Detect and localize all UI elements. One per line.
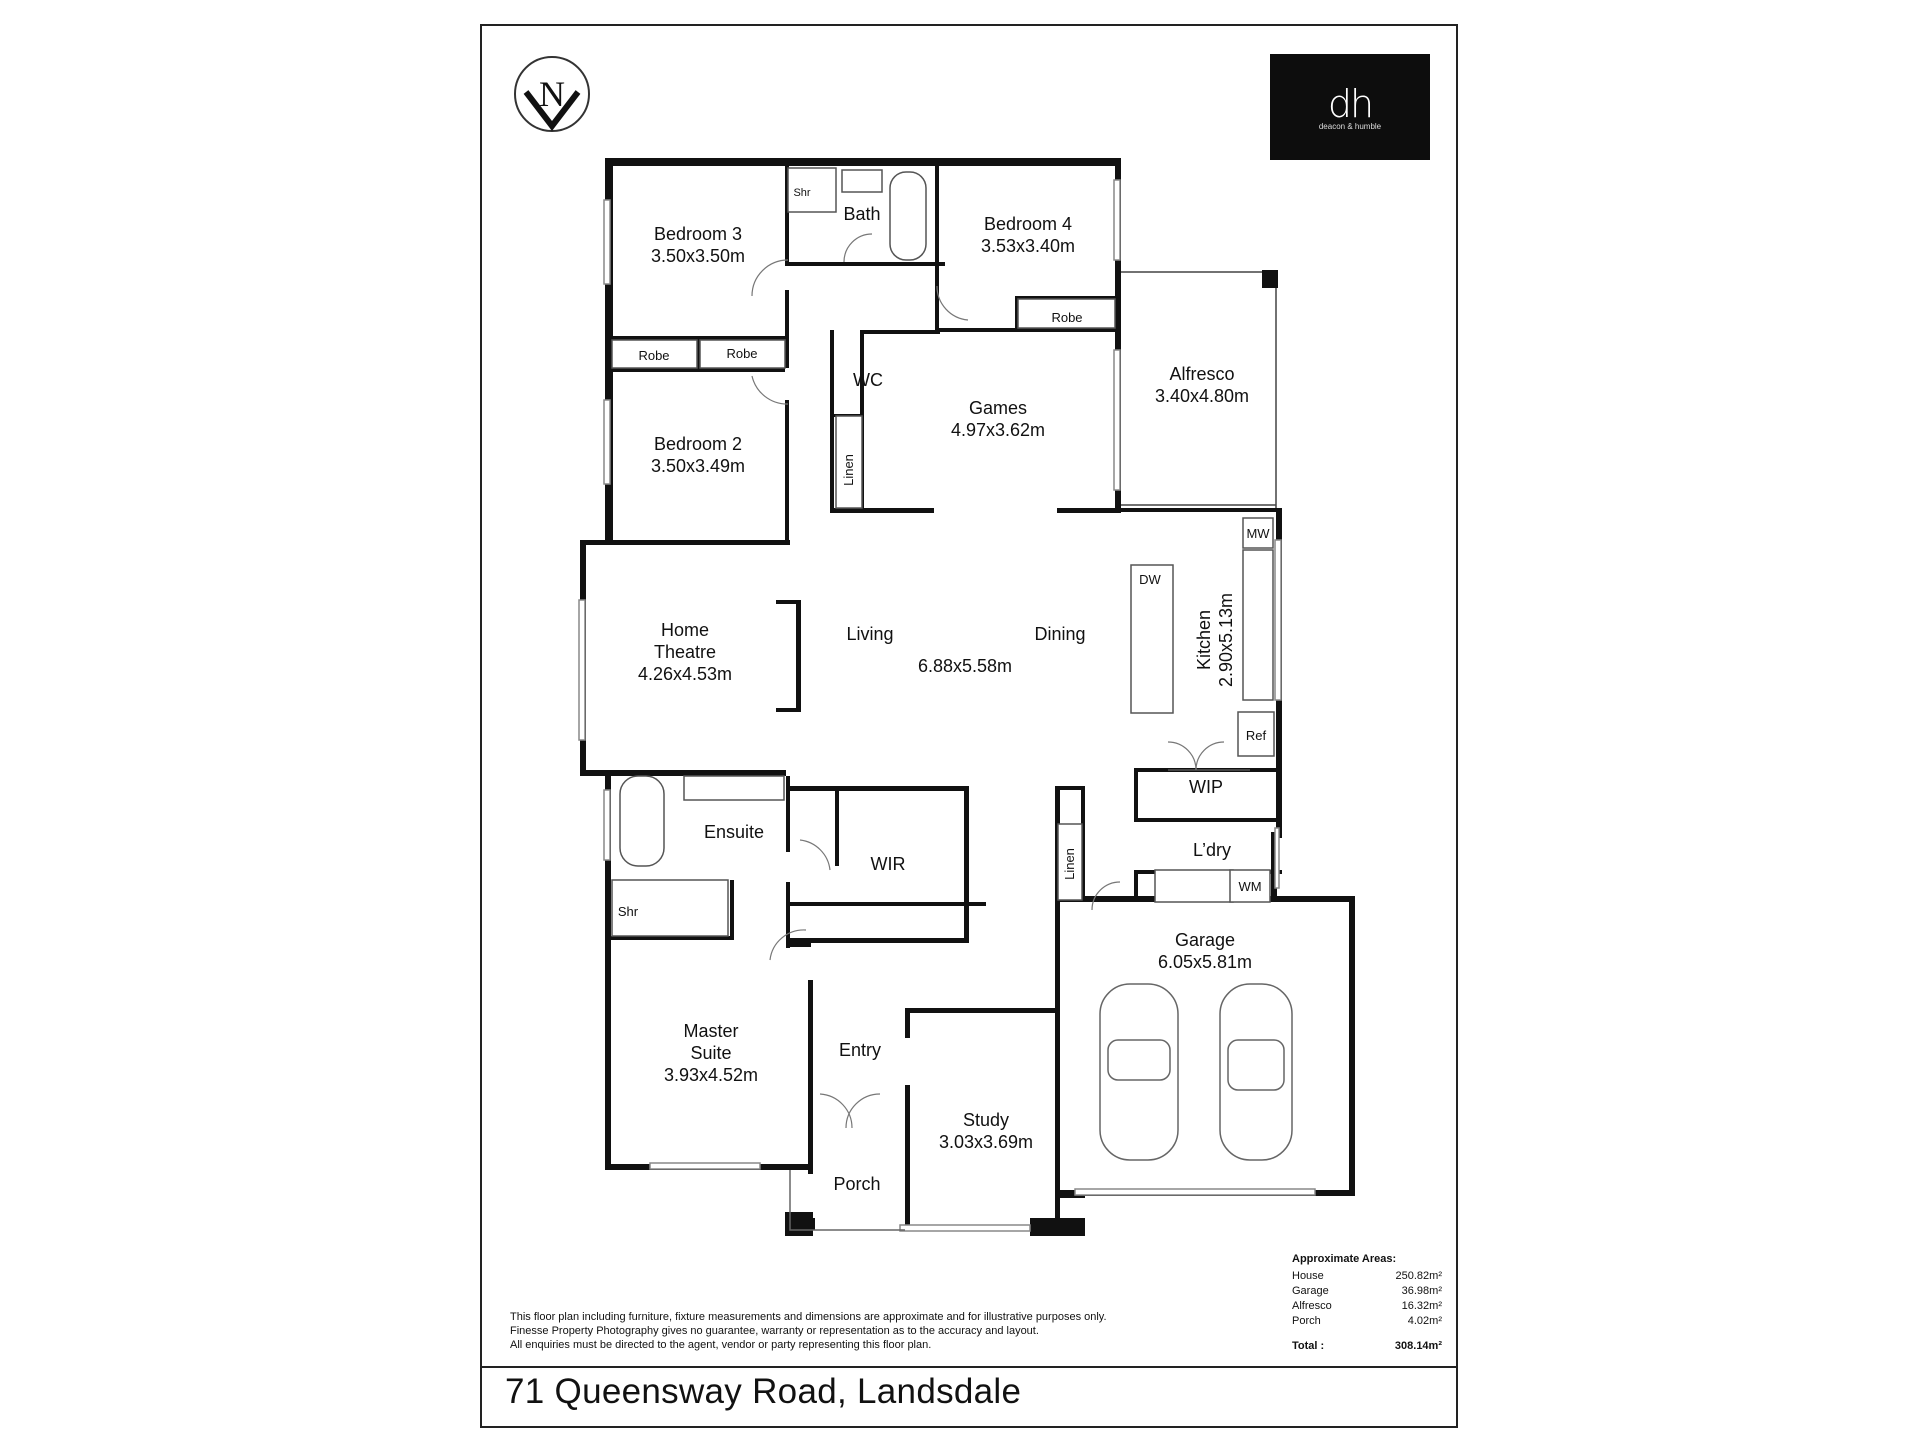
area-value: 16.32m² [1401, 1300, 1442, 1312]
room-garage-dims: 6.05x5.81m [1158, 952, 1252, 972]
room-wip-name: WIP [1189, 777, 1223, 797]
linen-label-1: Linen [841, 454, 856, 486]
linen-upper [835, 415, 863, 509]
area-row: Porch 4.02m² [1292, 1315, 1442, 1330]
area-total-label: Total : [1292, 1340, 1325, 1352]
ensuite-bathtub [619, 775, 665, 867]
robe-bedroom3-right [699, 339, 786, 369]
wm-label: WM [1238, 879, 1261, 894]
logo-brand-text: deacon & humble [1318, 122, 1382, 131]
room-living-name: Living [846, 624, 893, 644]
logo-monogram: dh [1327, 82, 1374, 126]
linen-label-2: Linen [1062, 848, 1077, 880]
linen-lower [1057, 823, 1083, 901]
area-summary: Approximate Areas: House 250.82m² Garage… [1292, 1253, 1442, 1355]
disclaimer-line: Finesse Property Photography gives no gu… [510, 1325, 1039, 1337]
bath-shower-base [787, 167, 837, 213]
washing-machine-space [1229, 869, 1271, 903]
agency-logo: dh deacon & humble [1270, 54, 1430, 160]
room-porch-name: Porch [833, 1174, 880, 1194]
laundry-tub [1154, 869, 1234, 903]
room-master-line2: Suite [690, 1043, 731, 1063]
fridge-space [1237, 711, 1275, 757]
room-bedroom2-name: Bedroom 2 [654, 434, 742, 454]
room-garage-name: Garage [1175, 930, 1235, 950]
area-label: Alfresco [1292, 1300, 1332, 1312]
area-heading: Approximate Areas: [1292, 1253, 1397, 1265]
area-value: 250.82m² [1395, 1270, 1442, 1282]
compass-letter: N [539, 74, 565, 114]
robe-label-3: Robe [1051, 310, 1082, 325]
porch-outline [789, 1170, 905, 1231]
windows [578, 179, 1316, 1232]
room-home-theatre-dims: 4.26x4.53m [638, 664, 732, 684]
car-outlines [1099, 983, 1293, 1161]
area-total-row: Total : 308.14m² [1292, 1340, 1442, 1355]
shower-label-1: Shr [793, 187, 810, 199]
title-divider [480, 1366, 1458, 1368]
north-compass-icon: N [514, 56, 590, 132]
shower-label-2: Shr [618, 904, 639, 919]
bath-vanity [841, 169, 883, 193]
mw-label: MW [1246, 526, 1270, 541]
door-swings [751, 233, 1225, 1129]
room-dining-name: Dining [1034, 624, 1085, 644]
room-bedroom2-dims: 3.50x3.49m [651, 456, 745, 476]
property-address: 71 Queensway Road, Landsdale [505, 1372, 1022, 1411]
room-home-theatre-line1: Home [661, 620, 709, 640]
area-total-value: 308.14m² [1394, 1340, 1442, 1352]
robe-label-1: Robe [638, 348, 669, 363]
robe-bedroom3-left [611, 339, 698, 369]
room-games-name: Games [969, 398, 1027, 418]
area-row: House 250.82m² [1292, 1270, 1442, 1285]
room-laundry-name: L’dry [1193, 840, 1231, 860]
room-kitchen-name: Kitchen [1194, 610, 1214, 670]
disclaimer-text: This floor plan including furniture, fix… [510, 1310, 1230, 1352]
room-master-dims: 3.93x4.52m [664, 1065, 758, 1085]
ensuite-shower [611, 879, 729, 937]
ensuite-vanity [683, 775, 785, 801]
area-value: 4.02m² [1407, 1315, 1442, 1327]
robe-label-2: Robe [726, 346, 757, 361]
disclaimer-line: This floor plan including furniture, fix… [510, 1311, 1107, 1323]
fixtures [611, 167, 1275, 937]
room-bedroom4-name: Bedroom 4 [984, 214, 1072, 234]
ref-label: Ref [1246, 728, 1267, 743]
area-row: Alfresco 16.32m² [1292, 1300, 1442, 1315]
room-wc-name: WC [853, 370, 883, 390]
kitchen-island [1130, 564, 1174, 714]
room-study-dims: 3.03x3.69m [939, 1132, 1033, 1152]
disclaimer-line: All enquiries must be directed to the ag… [510, 1339, 932, 1351]
room-living-dims: 6.88x5.58m [918, 656, 1012, 676]
car-right [1219, 983, 1293, 1161]
alfresco-post [1262, 270, 1278, 288]
room-entry-name: Entry [839, 1040, 881, 1060]
area-value: 36.98m² [1401, 1285, 1442, 1297]
room-kitchen-dims: 2.90x5.13m [1216, 593, 1236, 687]
room-master-line1: Master [683, 1021, 738, 1041]
car-left [1099, 983, 1179, 1161]
kitchen-bench [1242, 549, 1274, 701]
dw-label: DW [1139, 572, 1161, 587]
area-label: Porch [1292, 1315, 1321, 1327]
room-bedroom3-name: Bedroom 3 [654, 224, 742, 244]
bathtub [889, 171, 927, 261]
area-row: Garage 36.98m² [1292, 1285, 1442, 1300]
room-bedroom4-dims: 3.53x3.40m [981, 236, 1075, 256]
room-alfresco-name: Alfresco [1169, 364, 1234, 384]
room-wir-name: WIR [871, 854, 906, 874]
room-ensuite-name: Ensuite [704, 822, 764, 842]
microwave-unit [1242, 517, 1274, 549]
room-study-name: Study [963, 1110, 1009, 1130]
room-bedroom3-dims: 3.50x3.50m [651, 246, 745, 266]
area-label: Garage [1292, 1285, 1329, 1297]
area-label: House [1292, 1270, 1324, 1282]
room-bath-name: Bath [843, 204, 880, 224]
room-home-theatre-line2: Theatre [654, 642, 716, 662]
room-games-dims: 4.97x3.62m [951, 420, 1045, 440]
room-alfresco-dims: 3.40x4.80m [1155, 386, 1249, 406]
robe-bedroom4 [1017, 298, 1116, 329]
porch-post [785, 1212, 813, 1236]
